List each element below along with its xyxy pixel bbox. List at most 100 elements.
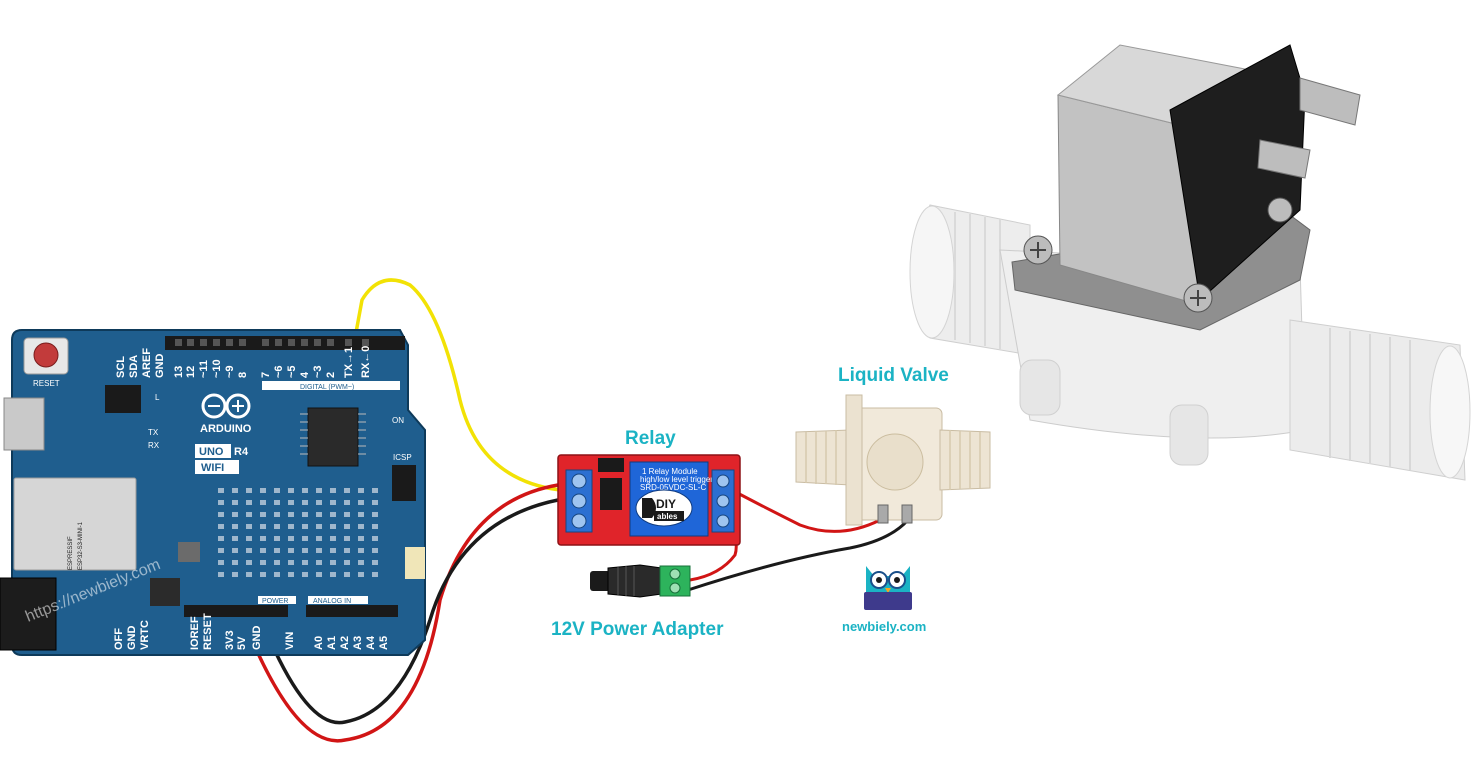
led-matrix-dot (260, 536, 266, 541)
reset-button[interactable] (33, 342, 59, 368)
bottom-pin-label: VRTC (139, 620, 151, 650)
led-matrix-dot (344, 536, 350, 541)
led-matrix-dot (260, 488, 266, 493)
led-matrix-dot (232, 512, 238, 517)
led-matrix-dot (358, 488, 364, 493)
led-matrix-dot (246, 560, 252, 565)
top-pin-label: 2 (325, 372, 337, 378)
led-matrix-dot (232, 536, 238, 541)
bottom-pin-label: A2 (339, 636, 351, 650)
led-matrix-dot (316, 512, 322, 517)
dc-jack (0, 577, 57, 651)
bottom-pin-label: GND (251, 626, 263, 651)
led-matrix-dot (232, 572, 238, 577)
led-matrix-dot (218, 572, 224, 577)
led-matrix-dot (274, 524, 280, 529)
led-matrix-dot (372, 524, 378, 529)
top-pin-label: 13 (173, 366, 185, 378)
liquid-valve (795, 394, 991, 526)
esp-label-b: ESP32-S3-MINI-1 (78, 521, 84, 570)
led-matrix-dot (330, 572, 336, 577)
led-matrix-dot (218, 512, 224, 517)
led-matrix-dot (288, 536, 294, 541)
top-pin-label: ~10 (211, 359, 223, 378)
led-matrix-dot (372, 512, 378, 517)
header-pin-hole (327, 339, 334, 346)
led-matrix (218, 488, 378, 577)
led-matrix-dot (274, 512, 280, 517)
top-pin-label: 8 (237, 372, 249, 378)
led-matrix-dot (358, 560, 364, 565)
led-matrix-dot (330, 536, 336, 541)
led-matrix-dot (232, 524, 238, 529)
led-matrix-dot (344, 560, 350, 565)
led-matrix-dot (302, 572, 308, 577)
led-matrix-dot (288, 572, 294, 577)
led-matrix-dot (288, 560, 294, 565)
icsp-label: ICSP (393, 453, 412, 462)
arduino-logo-icon (201, 393, 251, 419)
top-pin-label: SDA (128, 355, 140, 378)
led-matrix-dot (260, 572, 266, 577)
l-led-label: L (155, 393, 160, 402)
owl-logo-icon (864, 566, 912, 610)
icsp-header (392, 465, 416, 501)
relay-print-a: 1 Relay Module (642, 467, 698, 476)
led-matrix-dot (218, 536, 224, 541)
led-matrix-dot (358, 512, 364, 517)
header-pin-hole (187, 339, 194, 346)
led-matrix-dot (372, 572, 378, 577)
bottom-pin-label: IOREF (189, 616, 201, 650)
led-matrix-dot (288, 548, 294, 553)
bottom-pin-label: 3V3 (224, 630, 236, 650)
led-matrix-dot (330, 560, 336, 565)
solenoid-valve-photo (909, 44, 1471, 481)
top-pin-label: 4 (299, 371, 311, 378)
relay-logo-text: DIY (656, 497, 676, 511)
led-matrix-dot (344, 488, 350, 493)
bottom-pin-label: A5 (378, 636, 390, 650)
led-matrix-dot (246, 488, 252, 493)
led-matrix-dot (372, 488, 378, 493)
bottom-pin-label: A1 (326, 636, 338, 650)
header-pin-hole (262, 339, 269, 346)
power-wire (250, 483, 560, 743)
led-matrix-dot (246, 524, 252, 529)
model-label-wifi: WIFI (201, 462, 224, 474)
led-matrix-dot (316, 488, 322, 493)
led-matrix-dot (358, 536, 364, 541)
esp-label-a: ESPRESSIF (68, 536, 74, 570)
led-matrix-dot (330, 500, 336, 505)
led-matrix-dot (358, 524, 364, 529)
top-pin-label: TX→1 (343, 347, 355, 378)
led-matrix-dot (358, 572, 364, 577)
site-label: newbiely.com (842, 619, 926, 634)
on-led-label: ON (392, 416, 404, 425)
led-matrix-dot (302, 536, 308, 541)
top-pin-label: SCL (115, 356, 127, 378)
led-matrix-dot (274, 572, 280, 577)
bottom-pin-label: A0 (313, 636, 325, 650)
relay-print-c: SRD-05VDC-SL-C (640, 483, 706, 492)
liquid-valve-label: Liquid Valve (838, 365, 949, 386)
led-matrix-dot (274, 560, 280, 565)
led-matrix-dot (316, 524, 322, 529)
bottom-pin-label: OFF (113, 628, 125, 650)
top-pin-label: GND (154, 354, 166, 379)
led-matrix-dot (344, 548, 350, 553)
top-pin-label: ~9 (224, 365, 236, 378)
top-pin-label: RX←0 (360, 346, 372, 378)
usb-port (3, 397, 45, 451)
led-matrix-dot (344, 512, 350, 517)
led-matrix-dot (246, 572, 252, 577)
led-matrix-dot (344, 524, 350, 529)
led-matrix-dot (260, 548, 266, 553)
signal-wire (353, 278, 562, 492)
led-matrix-dot (260, 560, 266, 565)
adapter-to-valve-wire (686, 518, 910, 592)
led-matrix-dot (302, 500, 308, 505)
bottom-pin-label: RESET (202, 613, 214, 650)
